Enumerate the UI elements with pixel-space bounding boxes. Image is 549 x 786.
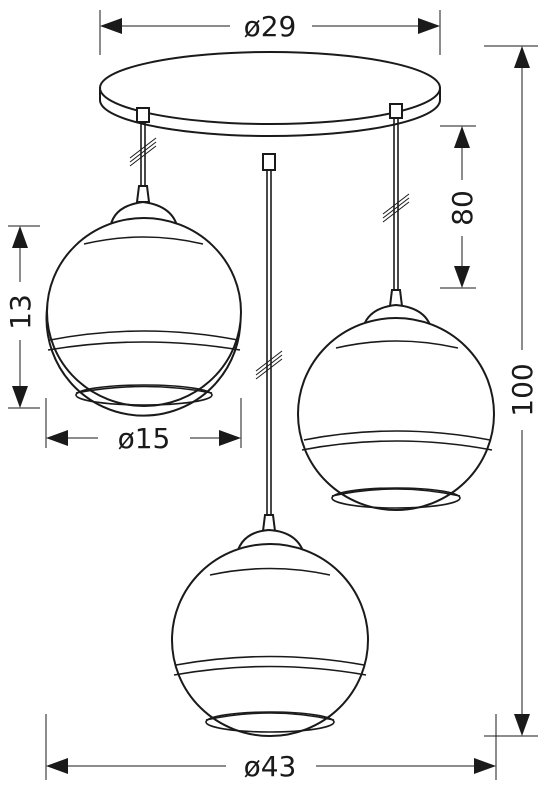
cable-mount-center [262,153,276,171]
lamp-shade-right [297,289,495,511]
cable-length-label: 80 [446,190,479,226]
canopy-diameter-label: ø29 [244,10,297,43]
lamp-shade-center [171,514,369,737]
shade-height-label: 13 [4,294,37,330]
ceiling-canopy [99,51,441,137]
dimension-total-height: 100 [484,45,539,737]
cable-center [255,170,283,515]
shade-diameter-label: ø15 [118,422,171,455]
lamp-shade-left [45,185,242,417]
cable-left [129,122,157,186]
cable-mount-left [136,107,150,123]
cable-mount-right [389,103,403,119]
dimension-canopy-diameter: ø29 [99,10,441,55]
dimension-cable-length: 80 [440,125,479,289]
total-diameter-label: ø43 [244,750,297,783]
dimension-shade-height: 13 [4,225,40,409]
total-height-label: 100 [506,363,539,416]
cable-right [382,118,410,290]
dimension-shade-diameter: ø15 [45,398,242,455]
dimension-total-diameter: ø43 [45,714,497,783]
